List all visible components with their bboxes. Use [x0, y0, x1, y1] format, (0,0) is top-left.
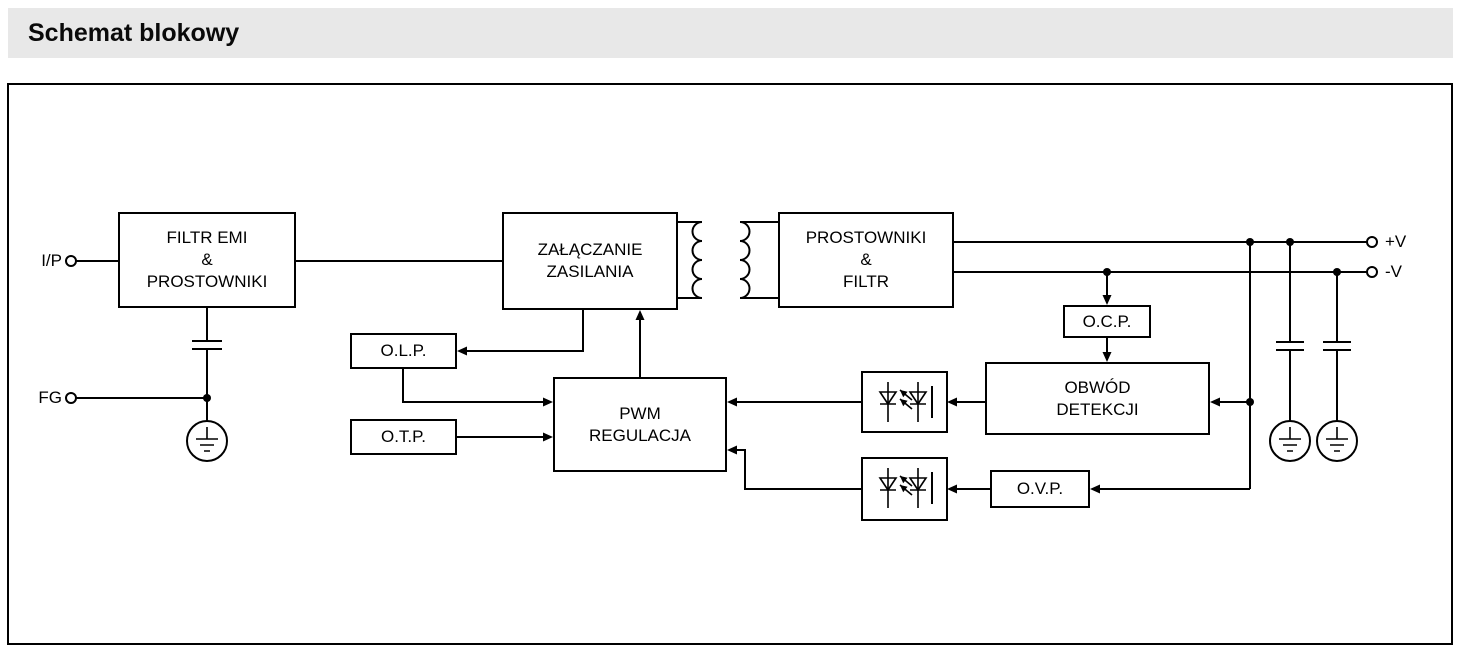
block-pwm-control-line1: PWM [619, 403, 661, 423]
block-output-rectifier: PROSTOWNIKI & FILTR [778, 212, 954, 308]
fg-terminal-circle [65, 392, 77, 404]
block-emi-filter-line1: FILTR EMI [166, 228, 248, 247]
optocoupler-1-icon [861, 371, 948, 433]
block-emi-filter-line2: & [201, 250, 213, 269]
block-power-switching-line2: ZASILANIA [546, 262, 634, 281]
block-olp: O.L.P. [350, 333, 457, 369]
diagram-frame [7, 83, 1453, 645]
v-plus-terminal-circle [1366, 236, 1378, 248]
block-detection-circuit: OBWÓD DETEKCJI [985, 362, 1210, 435]
terminal-label-input: I/P [41, 251, 62, 270]
terminal-label-v-plus: +V [1385, 232, 1407, 251]
block-power-switching-line1: ZAŁĄCZANIE [537, 240, 643, 259]
junction-dots [203, 238, 1341, 406]
block-output-rectifier-line2: & [860, 250, 872, 269]
terminal-label-v-minus: -V [1385, 262, 1402, 281]
earth-ground-icon [1269, 420, 1311, 462]
block-ocp-label: O.C.P. [1082, 311, 1132, 331]
transformer-icon [678, 221, 778, 299]
block-otp: O.T.P. [350, 419, 457, 455]
block-pwm-control: PWM REGULACJA [553, 377, 727, 472]
page-title: Schemat blokowy [28, 18, 240, 47]
earth-ground-icon [1316, 420, 1358, 462]
block-ovp: O.V.P. [990, 470, 1090, 508]
block-power-switching: ZAŁĄCZANIE ZASILANIA [502, 212, 678, 310]
terminal-circles [65, 236, 1378, 404]
block-ocp: O.C.P. [1063, 305, 1151, 338]
input-capacitor-icon [192, 340, 222, 350]
block-emi-filter-line3: PROSTOWNIKI [146, 272, 268, 291]
input-terminal-circle [65, 255, 77, 267]
block-output-rectifier-line3: FILTR [843, 272, 889, 291]
wiring [76, 241, 1367, 490]
block-ovp-label: O.V.P. [1016, 479, 1064, 498]
terminal-label-fg: FG [38, 388, 62, 407]
v-minus-terminal-circle [1366, 266, 1378, 278]
block-detection-circuit-line2: DETEKCJI [1056, 399, 1139, 419]
block-pwm-control-line2: REGULACJA [588, 425, 692, 445]
block-olp-label: O.L.P. [380, 341, 427, 360]
block-output-rectifier-line1: PROSTOWNIKI [805, 228, 927, 247]
output-capacitor-2-icon [1323, 341, 1351, 351]
section-header: Schemat blokowy [8, 8, 1453, 58]
block-detection-circuit-line1: OBWÓD [1064, 377, 1131, 397]
output-capacitor-1-icon [1276, 341, 1304, 351]
earth-ground-icon [186, 420, 228, 462]
optocoupler-2-icon [861, 457, 948, 521]
block-otp-label: O.T.P. [380, 427, 427, 446]
block-emi-filter: FILTR EMI & PROSTOWNIKI [118, 212, 296, 308]
arrowheads [457, 295, 1220, 494]
